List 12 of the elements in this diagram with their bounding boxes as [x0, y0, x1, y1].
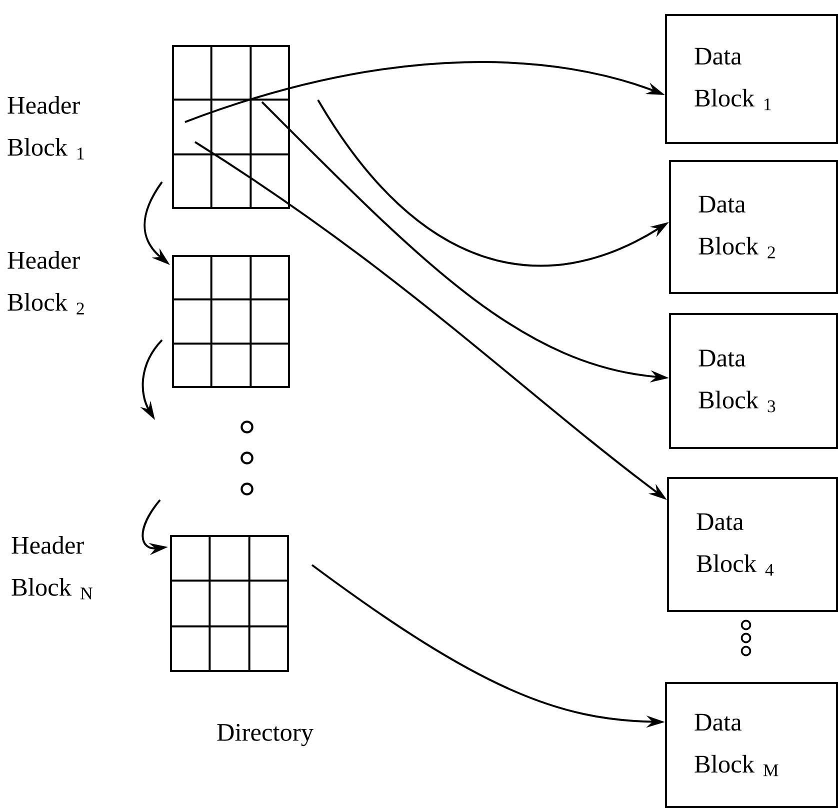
data-block-box: Data Block $_{2}$ [669, 160, 838, 294]
header-label: Header Block $_{2}$ [8, 251, 84, 314]
data-block-box: Data Block $_{3}$ [669, 313, 838, 449]
grid-table [172, 45, 290, 209]
data-block-box: Data Block $_{1}$ [665, 14, 838, 144]
data-block-box: Data Block $_{M}$ [665, 682, 838, 808]
header-label: Header Block $_{1}$ [8, 96, 84, 160]
caption-label: Directory [217, 724, 314, 746]
header-label: Header Block $_{N}$ [12, 536, 92, 600]
grid-table [170, 535, 289, 672]
grid-table [172, 255, 290, 388]
data-block-box: Data Block $_{4}$ [667, 477, 838, 612]
